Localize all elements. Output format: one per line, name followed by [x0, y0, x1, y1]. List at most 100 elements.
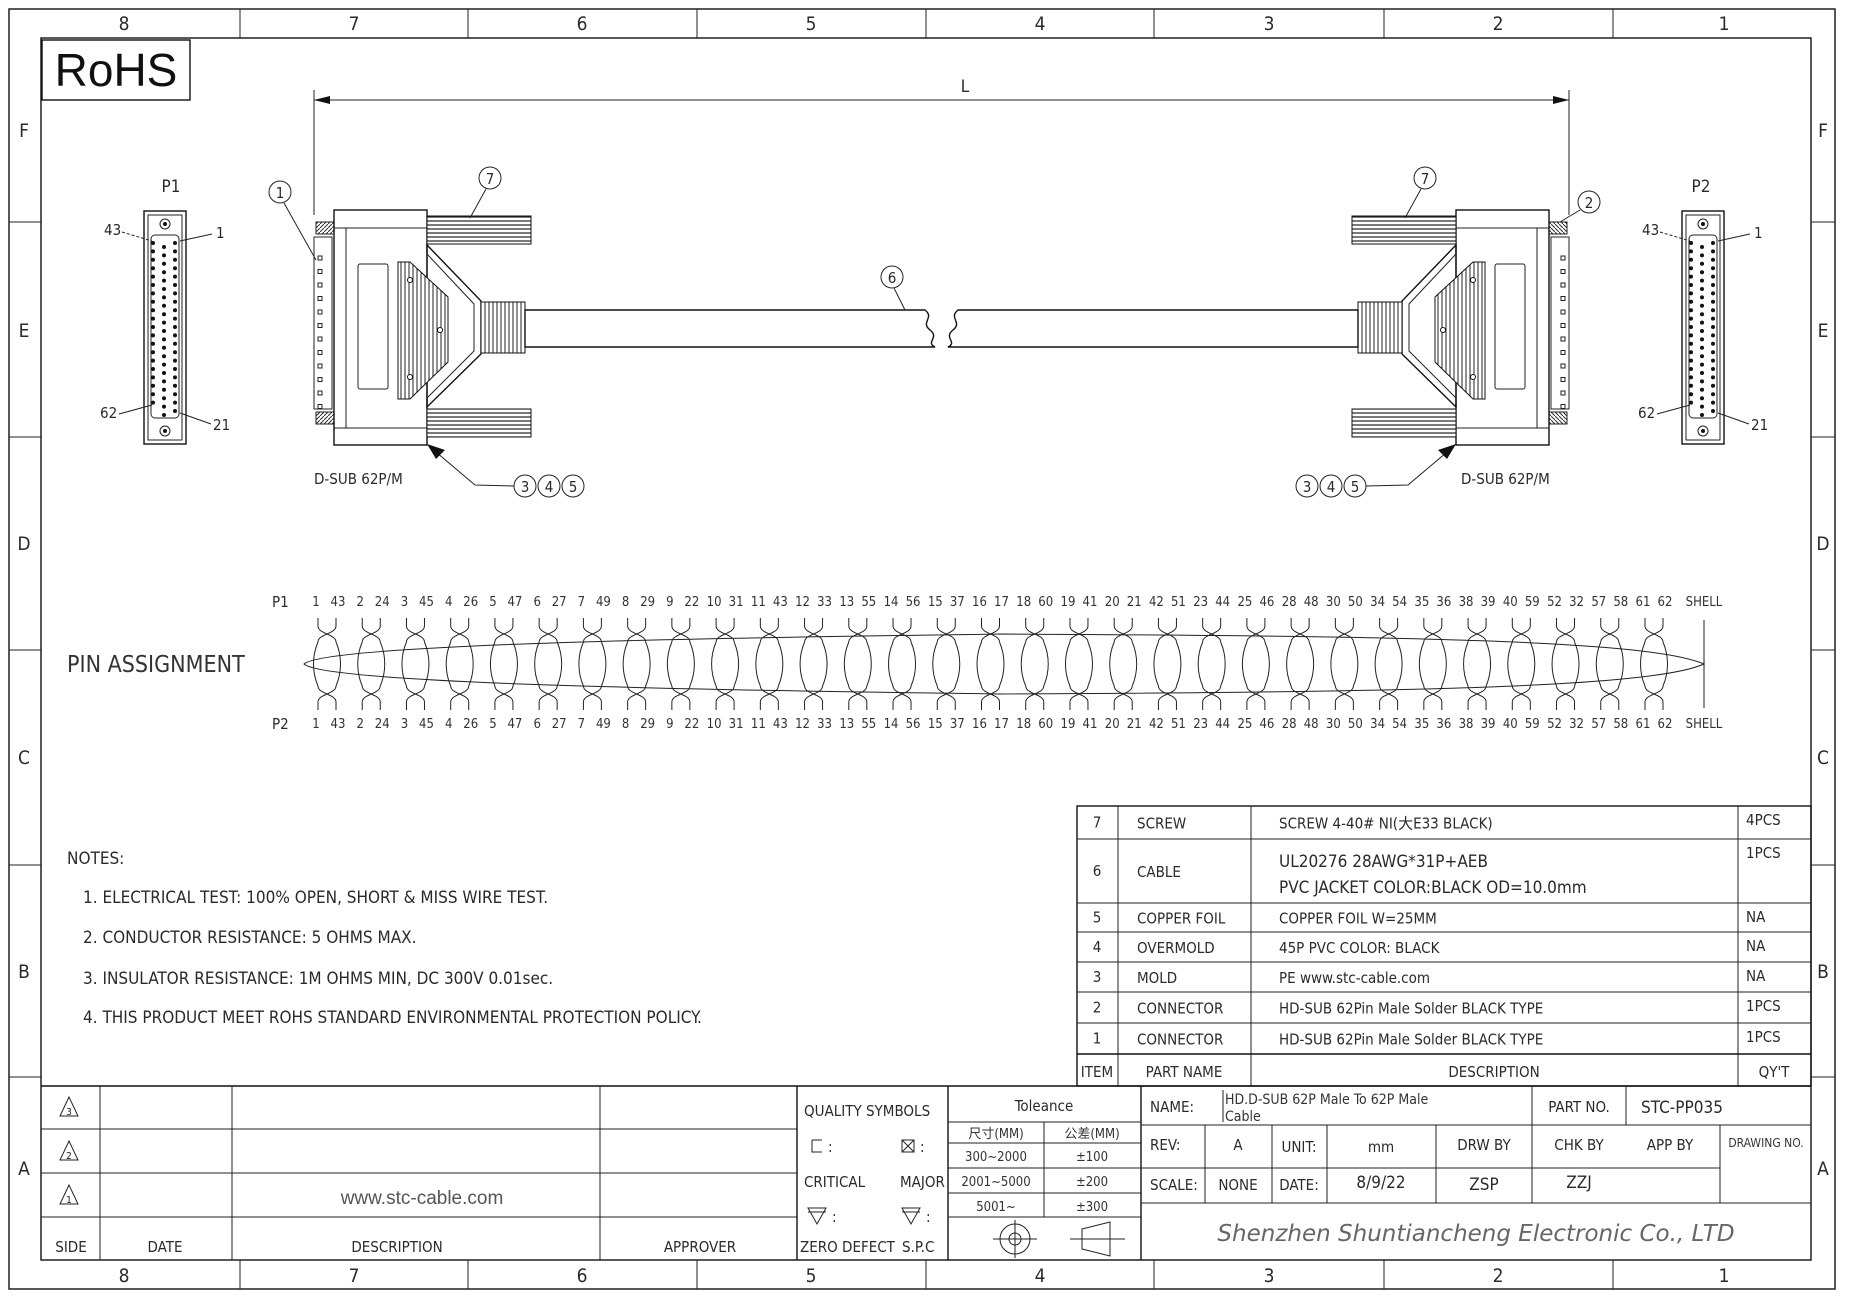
spc-symbol-icon — [901, 1207, 921, 1226]
date-value: 8/9/22 — [1356, 1173, 1405, 1193]
p1-pin-number: 43 — [773, 595, 788, 610]
bom-description: HD-SUB 62Pin Male Solder BLACK TYPE — [1279, 1031, 1543, 1049]
p2-pin-number: 54 — [1392, 717, 1407, 732]
bom-item-number: 5 — [1093, 909, 1102, 927]
name-value-line-2: Cable — [1225, 1109, 1261, 1125]
p2-pin-21-label: 21 — [1751, 416, 1768, 434]
bom-qty: 1PCS — [1746, 844, 1781, 862]
notes: NOTES: 1. ELECTRICAL TEST: 100% OPEN, SH… — [67, 849, 702, 1028]
p2-pin-number: 23 — [1193, 717, 1208, 732]
p1-pin-number: 25 — [1237, 595, 1252, 610]
p2-pin-number: 10 — [707, 717, 722, 732]
p2-pin-number: 36 — [1436, 717, 1451, 732]
part-no-value: STC-PP035 — [1641, 1098, 1723, 1118]
note-item: 4. THIS PRODUCT MEET ROHS STANDARD ENVIR… — [83, 1008, 702, 1028]
p2-pin-number: 42 — [1149, 717, 1164, 732]
zone-row-label: F — [19, 120, 29, 142]
p2-pin-number: 6 — [533, 717, 540, 732]
p1-pin-number: 19 — [1061, 595, 1076, 610]
zone-row-label: D — [17, 533, 30, 555]
p2-pin-number: 22 — [684, 717, 699, 732]
p2-pin-number: 55 — [861, 717, 876, 732]
p2-pin-number: 20 — [1105, 717, 1120, 732]
tolerance-range: 5001~ — [976, 1200, 1016, 1215]
unit-label: UNIT: — [1281, 1138, 1316, 1156]
p1-pin-number: 12 — [795, 595, 810, 610]
p2-pin-1-label: 1 — [1754, 224, 1763, 242]
zone-row-label: A — [1817, 1158, 1829, 1180]
critical-symbol-icon — [811, 1139, 822, 1153]
zone-column-label: 6 — [577, 13, 588, 35]
p2-pin-number: 3 — [401, 717, 408, 732]
p2-pin-number: 28 — [1282, 717, 1297, 732]
p1-pin-number: 16 — [972, 595, 987, 610]
p1-pin-number: 55 — [861, 595, 876, 610]
p1-pin-number: 49 — [596, 595, 611, 610]
p2-pin-number: 48 — [1304, 717, 1319, 732]
p2-pin-number: 17 — [994, 717, 1009, 732]
zone-column-label: 4 — [1035, 1265, 1046, 1287]
bom-description: UL20276 28AWG*31P+AEB — [1279, 852, 1488, 872]
p1-pin-number: 34 — [1370, 595, 1385, 610]
p2-pin-number: 32 — [1569, 717, 1584, 732]
p1-pin-number: 30 — [1326, 595, 1341, 610]
quality-symbols: QUALITY SYMBOLS : : CRITICAL MAJOR : : Z… — [800, 1086, 949, 1260]
zone-row-label: D — [1816, 533, 1829, 555]
p1-pin-number: 61 — [1636, 595, 1651, 610]
p2-pin-number: 13 — [839, 717, 854, 732]
zone-column-label: 4 — [1035, 13, 1046, 35]
revision-header-date: DATE — [148, 1238, 183, 1256]
p1-pin-number: 60 — [1038, 595, 1053, 610]
zone-column-label: 6 — [577, 1265, 588, 1287]
quality-title: QUALITY SYMBOLS — [804, 1102, 930, 1120]
bom-part-name: SCREW — [1137, 815, 1186, 833]
chk-by-label: CHK BY — [1554, 1136, 1604, 1154]
p1-pin-number: 15 — [928, 595, 943, 610]
p1-pin-number: 5 — [489, 595, 496, 610]
p2-pin-number: 4 — [445, 717, 452, 732]
tolerance-title: Toleance — [1014, 1097, 1074, 1115]
pin-shell-p1: SHELL — [1686, 595, 1723, 610]
quality-zero-defect: ZERO DEFECT — [800, 1238, 896, 1256]
bom-header-item: ITEM — [1081, 1063, 1113, 1081]
p1-pin-number: 29 — [640, 595, 655, 610]
p2-pin-number: 37 — [950, 717, 965, 732]
svg-text:2: 2 — [1585, 194, 1594, 212]
notes-title: NOTES: — [67, 849, 124, 869]
bom-description: PVC JACKET COLOR:BLACK OD=10.0mm — [1279, 878, 1587, 898]
p1-pin-number: 18 — [1016, 595, 1031, 610]
bom-item-number: 3 — [1093, 968, 1102, 986]
drw-by-value: ZSP — [1469, 1175, 1498, 1195]
connector-label-left: D-SUB 62P/M — [314, 470, 403, 488]
p1-pin-number: 11 — [751, 595, 766, 610]
p2-pin-number: 2 — [357, 717, 364, 732]
zone-column-label: 1 — [1719, 13, 1730, 35]
svg-text:3: 3 — [1303, 478, 1312, 496]
connector-right — [947, 209, 1570, 446]
drw-by-label: DRW BY — [1457, 1136, 1511, 1154]
svg-text:4: 4 — [545, 478, 554, 496]
svg-text:5: 5 — [1351, 478, 1360, 496]
p1-pin-grid — [151, 241, 177, 417]
chk-by-value: ZZJ — [1566, 1173, 1591, 1193]
p1-pin-number: 51 — [1171, 595, 1186, 610]
balloon-screw-left: 7 — [469, 166, 502, 219]
zone-column-label: 3 — [1264, 1265, 1275, 1287]
note-item: 3. INSULATOR RESISTANCE: 1M OHMS MIN, DC… — [83, 969, 553, 989]
tolerance-value: ±100 — [1076, 1150, 1108, 1165]
length-dimension: L — [313, 77, 1570, 215]
tolerance-header: 尺寸(MM) — [968, 1127, 1023, 1142]
bom-qty: 1PCS — [1746, 997, 1781, 1015]
